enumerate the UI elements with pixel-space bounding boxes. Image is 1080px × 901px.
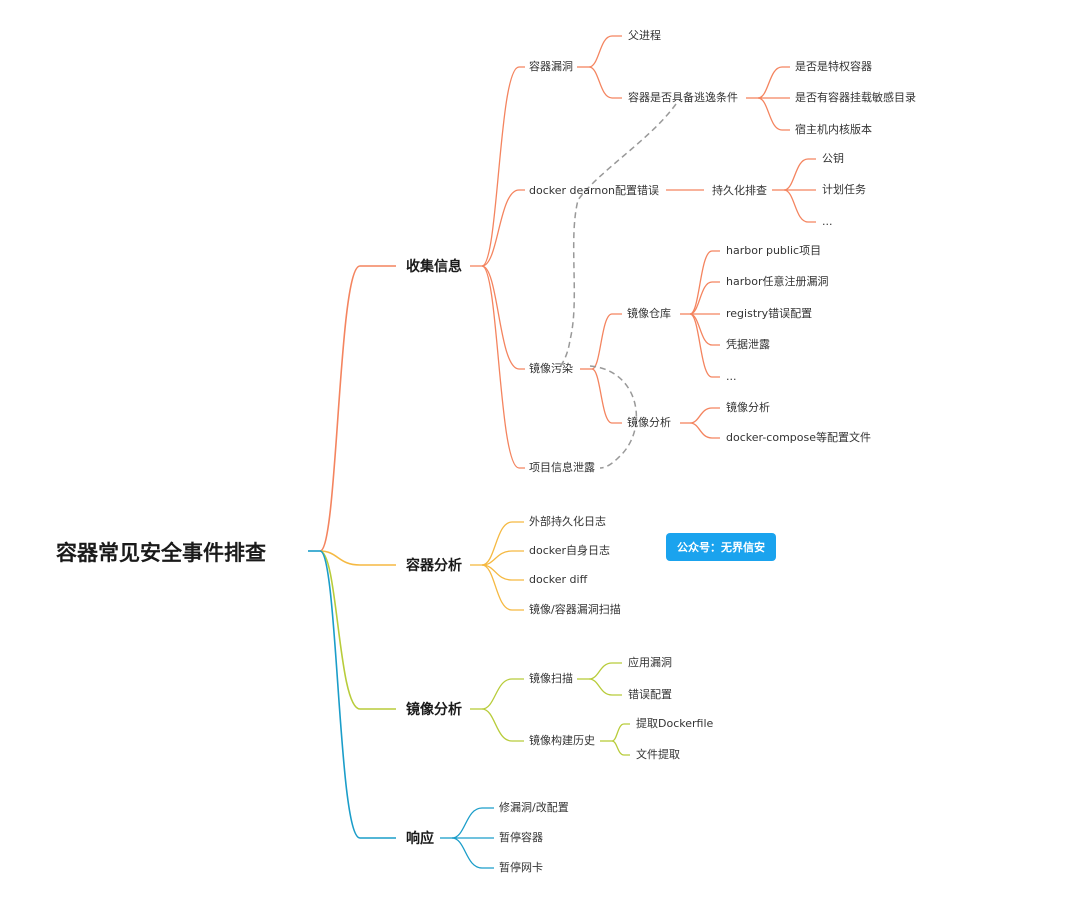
leaf-harbor-register-vuln[interactable]: harbor任意注册漏洞 <box>726 275 829 288</box>
relation-escape-pollution <box>557 103 677 370</box>
topic-project-info-leak[interactable]: 项目信息泄露 <box>529 461 595 474</box>
leaf-docker-diff[interactable]: docker diff <box>529 573 588 586</box>
connector-app-vuln <box>588 662 622 680</box>
connector-analysis-2 <box>689 422 720 439</box>
topic-escape-conditions[interactable]: 容器是否具备逃逸条件 <box>628 91 738 104</box>
connector-fix <box>451 807 494 839</box>
connector-pubkey <box>783 158 816 191</box>
topic-docker-daemon-misconfig[interactable]: docker dearnon配置错误 <box>529 184 660 197</box>
leaf-public-key[interactable]: 公钥 <box>822 152 844 165</box>
wechat-account-badge: 公众号：无界信安 <box>666 533 776 561</box>
leaf-misconfig[interactable]: 错误配置 <box>628 688 672 701</box>
connector-registry-h5 <box>689 313 720 378</box>
connector-collect-vuln <box>481 66 525 267</box>
root-topic[interactable]: 容器常见安全事件排查 <box>56 541 266 565</box>
topic-image-analysis[interactable]: 镜像分析 <box>406 702 462 718</box>
connector-collect-leak <box>481 265 525 469</box>
connector-container-c2 <box>481 550 524 566</box>
connector-analysis-1 <box>689 407 720 424</box>
leaf-pause-container[interactable]: 暂停容器 <box>499 831 543 844</box>
connector-registry-h2 <box>689 281 720 315</box>
connector-more <box>783 189 816 223</box>
leaf-fix-vuln[interactable]: 修漏洞/改配置 <box>499 801 569 814</box>
connector-container-c3 <box>481 564 524 581</box>
topic-image-registry[interactable]: 镜像仓库 <box>627 307 671 320</box>
connector-image <box>319 550 396 710</box>
connector-container <box>319 550 396 566</box>
leaf-file-extract[interactable]: 文件提取 <box>636 748 680 761</box>
leaf-harbor-public[interactable]: harbor public项目 <box>726 244 822 257</box>
connector-parent-process <box>588 35 622 68</box>
connector-kernel <box>757 97 790 131</box>
connector-container-c1 <box>481 521 524 566</box>
connector-response <box>319 550 396 839</box>
leaf-app-vuln[interactable]: 应用漏洞 <box>628 656 672 669</box>
connector-pause-nic <box>451 837 494 869</box>
leaf-compose-config[interactable]: docker-compose等配置文件 <box>726 431 871 444</box>
topic-build-history[interactable]: 镜像构建历史 <box>529 734 595 747</box>
topic-response[interactable]: 响应 <box>406 831 434 847</box>
topic-container-analysis[interactable]: 容器分析 <box>406 558 462 574</box>
connector-dockerfile <box>611 723 630 742</box>
leaf-vuln-scan[interactable]: 镜像/容器漏洞扫描 <box>529 603 621 616</box>
leaf-registry-more[interactable]: ... <box>726 370 737 383</box>
connector-registry <box>591 313 622 370</box>
leaf-extract-dockerfile[interactable]: 提取Dockerfile <box>636 717 714 730</box>
connector-privileged <box>757 66 790 99</box>
connector-collect-pollution <box>481 265 525 370</box>
leaf-pause-nic[interactable]: 暂停网卡 <box>499 861 543 874</box>
topic-image-analysis-sub[interactable]: 镜像分析 <box>627 416 671 429</box>
connector-escape <box>588 66 622 99</box>
connector-image-scan <box>481 678 524 710</box>
topic-image-pollution[interactable]: 镜像污染 <box>529 362 573 375</box>
leaf-image-analysis[interactable]: 镜像分析 <box>726 401 770 414</box>
connector-registry-h1 <box>689 250 720 315</box>
connector-collect-daemon <box>481 189 525 267</box>
connector-collect <box>319 265 396 552</box>
leaf-sensitive-mount[interactable]: 是否有容器挂载敏感目录 <box>795 91 916 104</box>
leaf-persist-more[interactable]: ... <box>822 215 833 228</box>
topic-container-vuln[interactable]: 容器漏洞 <box>529 60 573 73</box>
relation-pollution-leak <box>589 365 638 469</box>
topic-image-scan[interactable]: 镜像扫描 <box>529 672 573 685</box>
leaf-host-kernel-version[interactable]: 宿主机内核版本 <box>795 123 872 136</box>
topic-collect-info[interactable]: 收集信息 <box>406 259 462 275</box>
leaf-registry-misconfig[interactable]: registry错误配置 <box>726 307 813 320</box>
connector-build-history <box>481 708 524 742</box>
leaf-cron-task[interactable]: 计划任务 <box>822 183 866 196</box>
connector-container-c4 <box>481 564 524 611</box>
connector-file-extract <box>611 740 630 756</box>
leaf-external-logs[interactable]: 外部持久化日志 <box>529 515 606 528</box>
leaf-privileged-container[interactable]: 是否是特权容器 <box>795 60 872 73</box>
connector-misconfig <box>588 678 622 696</box>
leaf-docker-logs[interactable]: docker自身日志 <box>529 544 611 557</box>
leaf-credential-leak[interactable]: 凭据泄露 <box>726 338 770 351</box>
connector-analysis <box>591 368 622 424</box>
topic-persistence-check[interactable]: 持久化排查 <box>712 184 767 197</box>
topic-parent-process[interactable]: 父进程 <box>628 29 661 42</box>
